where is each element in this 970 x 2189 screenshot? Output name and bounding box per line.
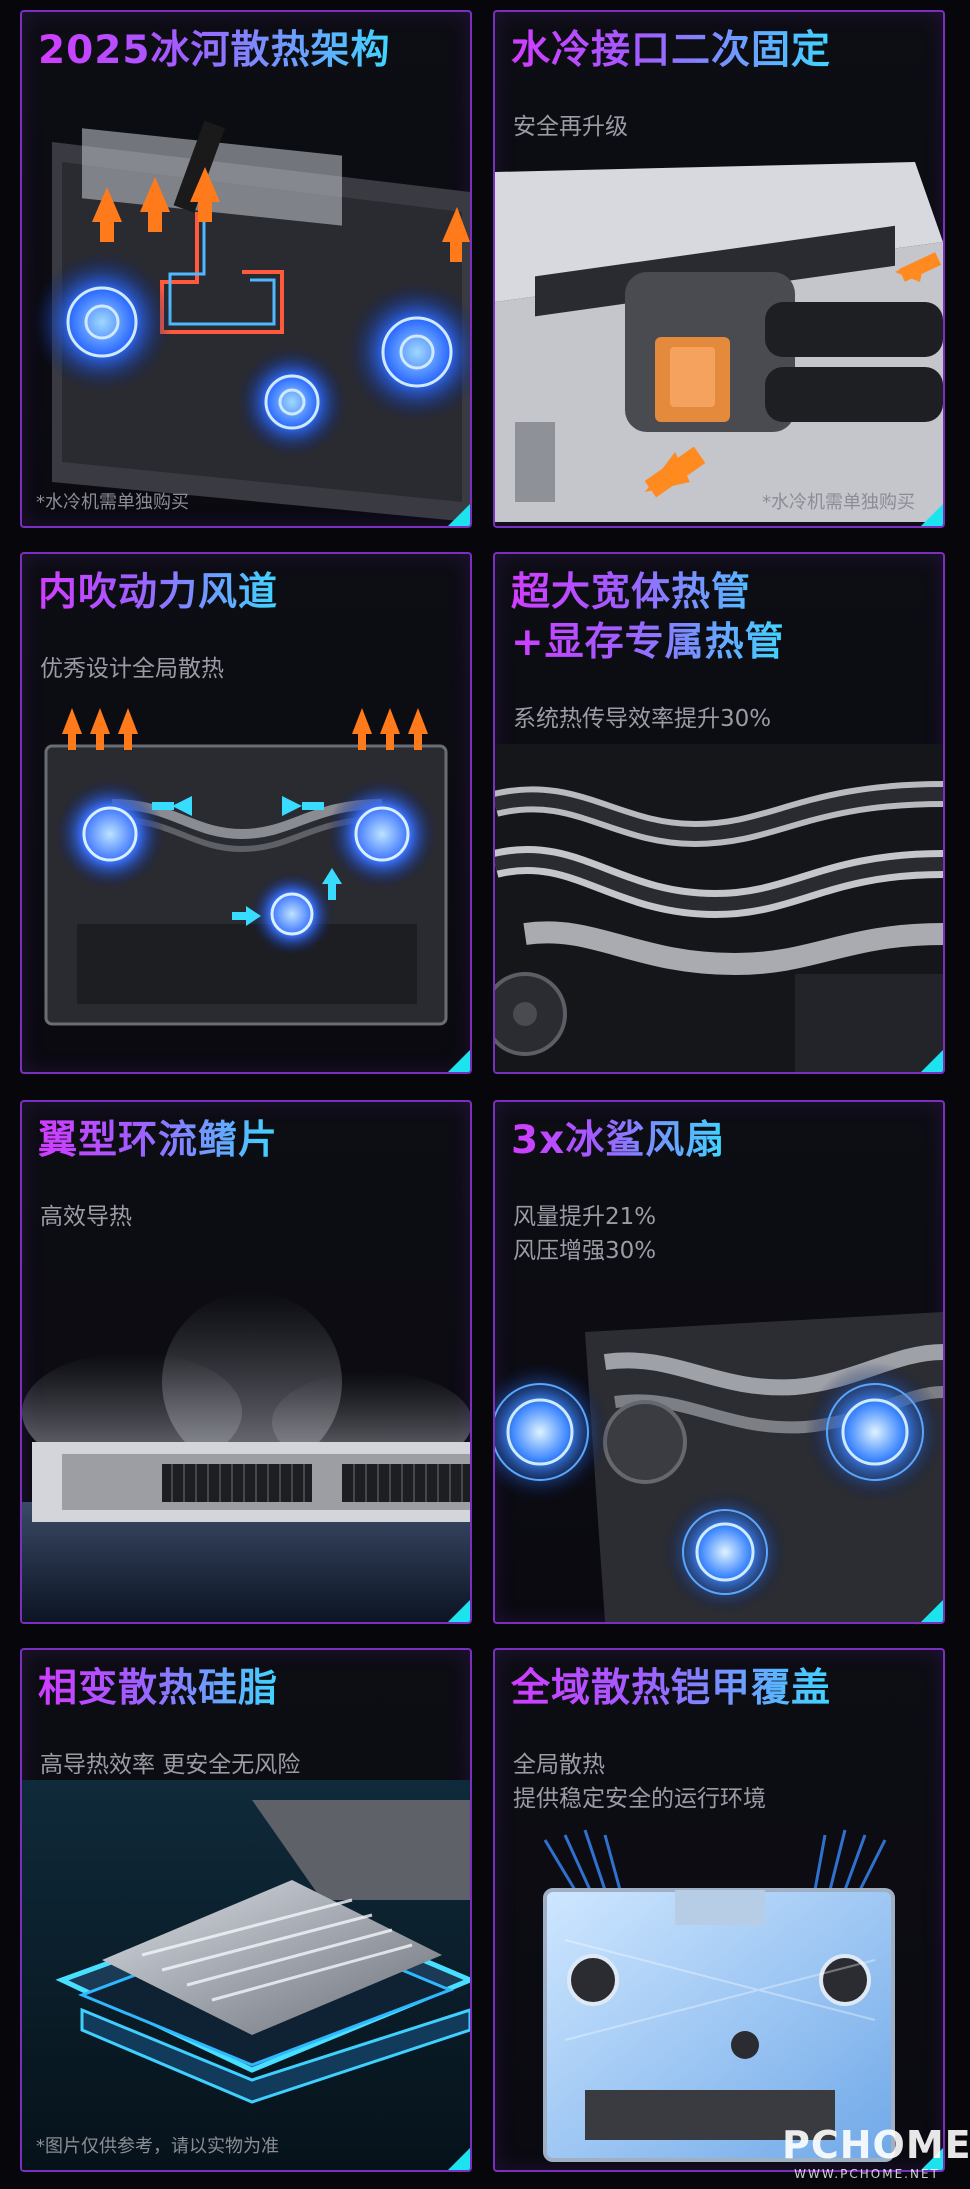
card-subtitle: 系统热传导效率提升30% bbox=[513, 706, 772, 732]
card-subtitle: 高导热效率 更安全无风险 bbox=[40, 1752, 301, 1778]
card-title: 内吹动力风道 bbox=[38, 568, 278, 618]
card-title: 3x冰鲨风扇 bbox=[511, 1116, 725, 1166]
card-subtitle: 全局散热 提供稳定安全的运行环境 bbox=[513, 1752, 766, 1812]
card-note: *水冷机需单独购买 bbox=[36, 492, 189, 513]
card-thermal-paste: 相变散热硅脂 高导热效率 更安全无风险 *图片仅供参考，请以实物为准 bbox=[20, 1648, 472, 2172]
heatpipe-image bbox=[495, 744, 943, 1072]
card-subtitle: 优秀设计全局散热 bbox=[40, 656, 224, 682]
armor-image bbox=[495, 1820, 943, 2170]
watermark-url: WWW.PCHOME.NET bbox=[794, 2167, 940, 2181]
card-glacier-cooling: 2025冰河散热架构 *水冷机需单独购买 bbox=[20, 10, 472, 528]
card-fins: 翼型环流鳍片 高效导热 bbox=[20, 1100, 472, 1624]
card-heatpipe: 超大宽体热管 +显存专属热管 系统热传导效率提升30% bbox=[493, 552, 945, 1074]
card-title: 相变散热硅脂 bbox=[38, 1664, 278, 1714]
card-airflow: 内吹动力风道 优秀设计全局散热 bbox=[20, 552, 472, 1074]
card-fans: 3x冰鲨风扇 风量提升21% 风压增强30% bbox=[493, 1100, 945, 1624]
water-port-image bbox=[495, 162, 943, 522]
card-subtitle: 高效导热 bbox=[40, 1204, 132, 1230]
card-title: 翼型环流鳍片 bbox=[38, 1116, 278, 1166]
cooling-architecture-image bbox=[22, 102, 470, 522]
card-note: *图片仅供参考，请以实物为准 bbox=[36, 2136, 279, 2157]
pchome-watermark: PCHOME WWW.PCHOME.NET bbox=[782, 2123, 970, 2181]
airflow-diagram-image bbox=[22, 694, 470, 1064]
corner-accent bbox=[921, 1050, 943, 1072]
card-title: 全域散热铠甲覆盖 bbox=[511, 1664, 831, 1714]
fins-image bbox=[22, 1242, 470, 1622]
corner-accent bbox=[921, 1600, 943, 1622]
card-subtitle: 安全再升级 bbox=[513, 114, 628, 140]
fans-image bbox=[495, 1292, 943, 1622]
card-armor: 全域散热铠甲覆盖 全局散热 提供稳定安全的运行环境 bbox=[493, 1648, 945, 2172]
card-title: 水冷接口二次固定 bbox=[511, 26, 831, 76]
corner-accent bbox=[448, 2148, 470, 2170]
card-title: 超大宽体热管 +显存专属热管 bbox=[511, 568, 785, 668]
corner-accent bbox=[921, 504, 943, 526]
corner-accent bbox=[448, 1600, 470, 1622]
corner-accent bbox=[448, 504, 470, 526]
card-water-port: 水冷接口二次固定 安全再升级 *水冷机需单独购买 bbox=[493, 10, 945, 528]
watermark-logo: PCHOME bbox=[782, 2123, 970, 2167]
corner-accent bbox=[448, 1050, 470, 1072]
card-note: *水冷机需单独购买 bbox=[762, 492, 915, 513]
thermal-paste-image bbox=[22, 1780, 470, 2170]
corner-accent bbox=[921, 2148, 943, 2170]
card-title: 2025冰河散热架构 bbox=[38, 26, 391, 76]
card-subtitle: 风量提升21% 风压增强30% bbox=[513, 1204, 657, 1264]
